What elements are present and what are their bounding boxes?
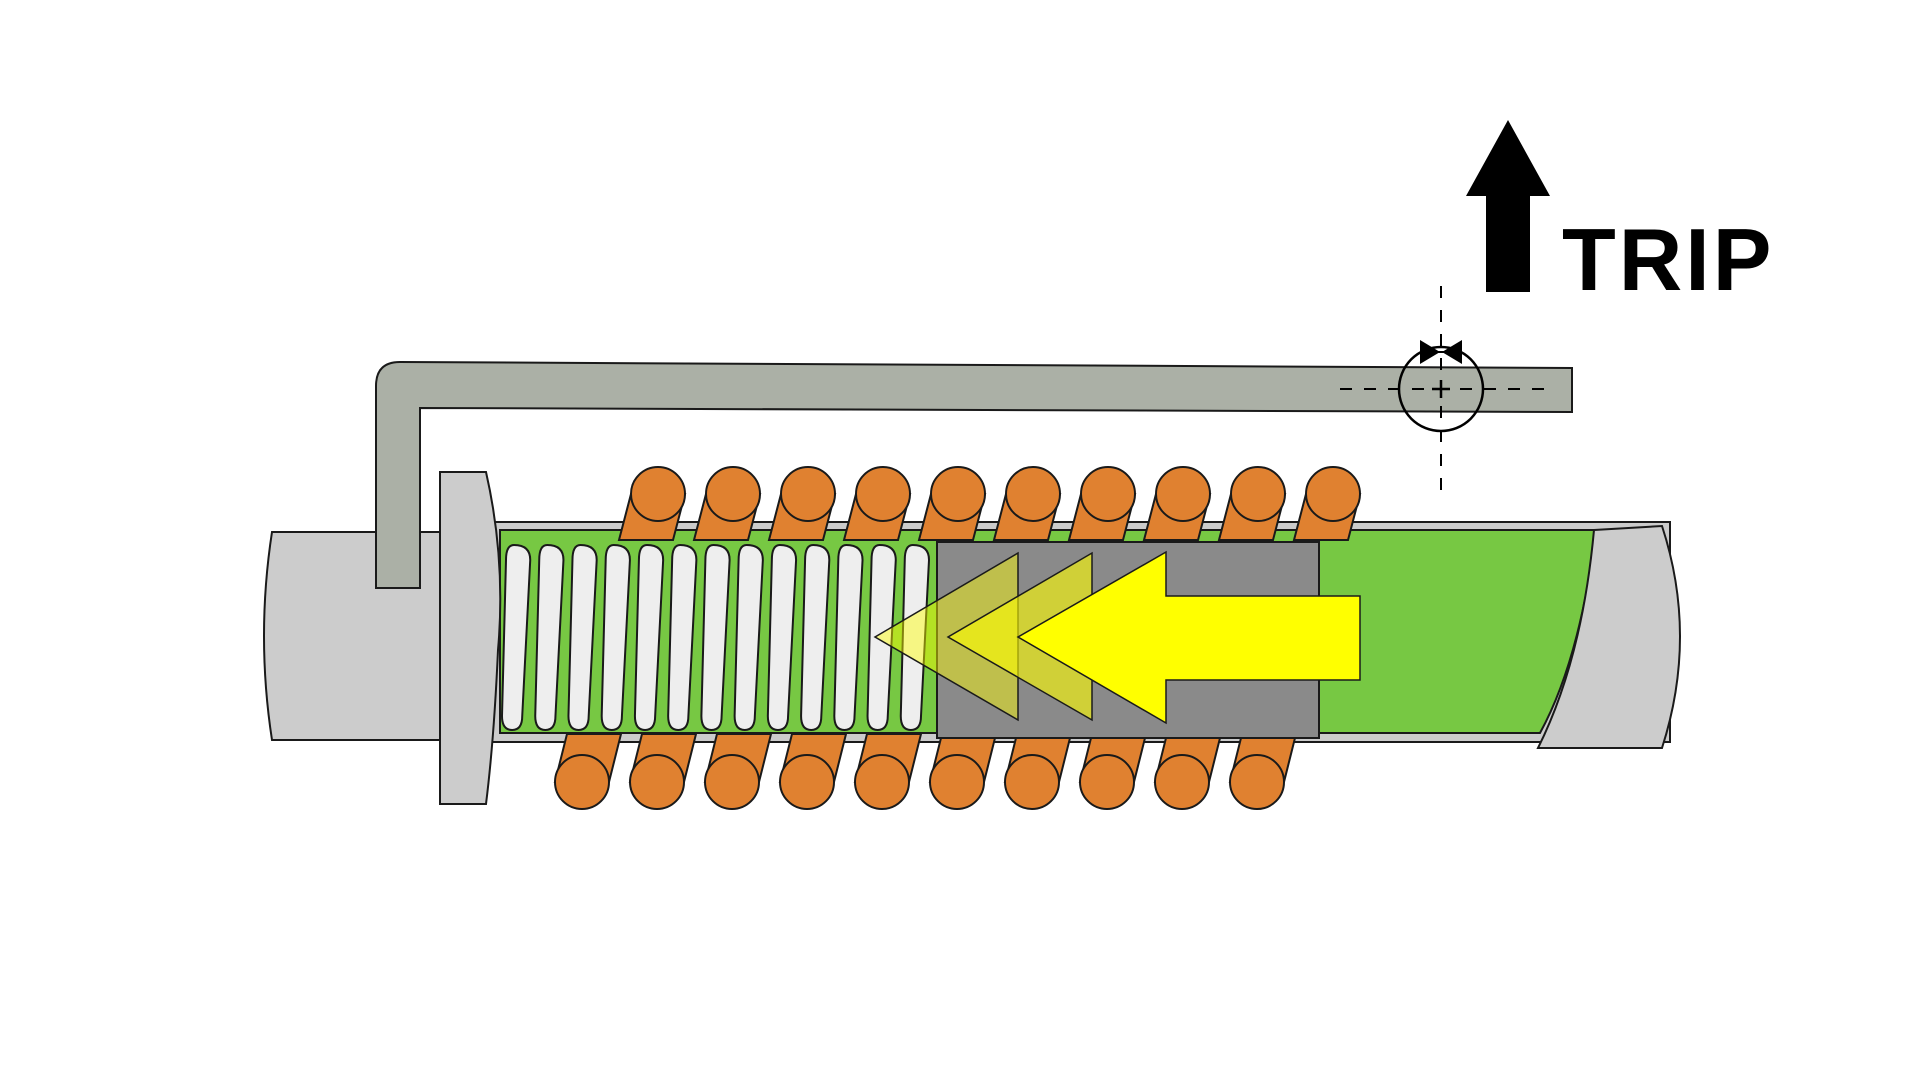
coil-wire-top	[1305, 466, 1361, 522]
pivot-circle	[1397, 345, 1485, 433]
coil-wire-top	[1230, 466, 1286, 522]
coil-bottom-row	[554, 754, 1285, 810]
spring-turn	[833, 543, 864, 732]
coil-wire-bottom	[1079, 754, 1135, 810]
trip-label: TRIP	[1562, 210, 1774, 309]
coil-wire-top	[930, 466, 986, 522]
compression-spring	[500, 543, 931, 732]
coil-wire-bottom	[629, 754, 685, 810]
coil-wire-bottom	[704, 754, 760, 810]
pivot-icon	[1340, 286, 1546, 492]
coil-wire-bottom	[779, 754, 835, 810]
coil-wire-top	[1005, 466, 1061, 522]
spring-turn	[633, 543, 665, 732]
spring-turn	[500, 543, 532, 732]
coil-wire-top	[855, 466, 911, 522]
coil-wire-top	[1155, 466, 1211, 522]
flow-arrow-main	[1016, 550, 1361, 725]
coil-wire-bottom	[1229, 754, 1285, 810]
right-end-cap	[1536, 524, 1681, 749]
spring-turn	[766, 543, 798, 732]
spring-turn	[667, 543, 698, 732]
coil-wire-bottom	[1004, 754, 1060, 810]
spring-turn	[733, 543, 764, 732]
coil-wire-top	[780, 466, 836, 522]
spring-turn	[866, 543, 897, 732]
up-arrow-icon	[1466, 120, 1550, 292]
spring-turn	[800, 543, 831, 732]
coil-wire-top	[630, 466, 686, 522]
spring-turn	[600, 543, 631, 732]
spring-turn	[534, 543, 565, 732]
coil-wire-top	[705, 466, 761, 522]
trip-lever	[375, 360, 1573, 589]
coil-wire-bottom	[554, 754, 610, 810]
pivot-arrowhead-right	[1442, 340, 1462, 364]
flow-arrow-icon	[873, 550, 1361, 725]
flange-plate	[439, 471, 502, 805]
spring-turn	[700, 543, 731, 732]
coil-wire-bottom	[854, 754, 910, 810]
coil-wire-top	[1080, 466, 1136, 522]
spring-turn	[899, 543, 931, 732]
coil-top-row	[630, 466, 1361, 522]
coil-wire-bottom	[929, 754, 985, 810]
pivot-arrowhead-left	[1420, 340, 1440, 364]
spring-turn	[567, 543, 598, 732]
coil-wire-bottom	[1154, 754, 1210, 810]
